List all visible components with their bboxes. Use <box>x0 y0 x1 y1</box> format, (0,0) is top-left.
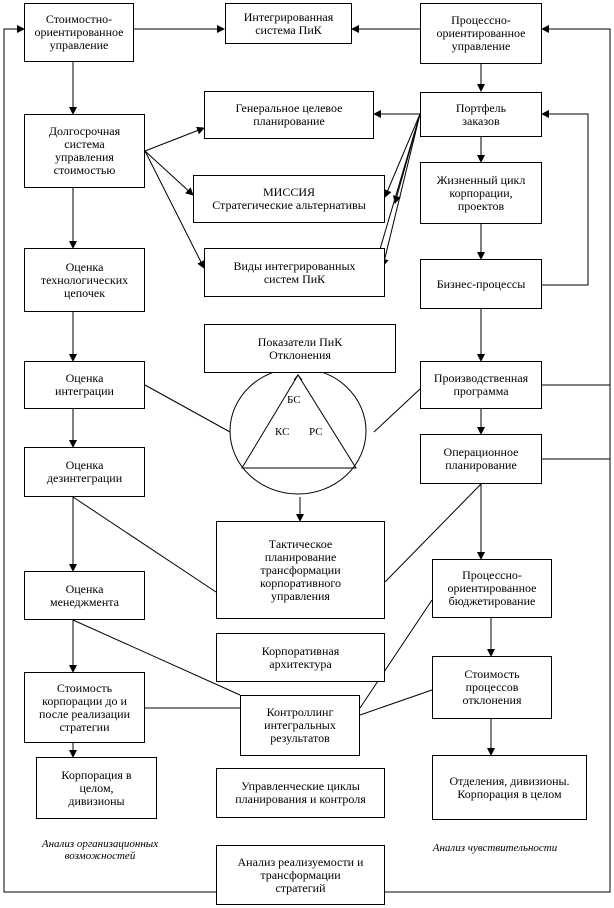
box-longterm-cost-system: Долгосрочная система управления стоимост… <box>24 114 145 188</box>
arrow-portfolio-to-mission-1 <box>384 113 421 198</box>
box-management-eval: Оценка менеджмента <box>24 571 145 620</box>
arrow-longterm-to-goal <box>144 126 205 152</box>
box-integration-eval: Оценка интеграции <box>24 361 145 409</box>
line-operational-to-tactical <box>384 483 482 583</box>
line-production-to-circle <box>373 388 421 433</box>
box-management-cycles: Управленческие циклы планирования и конт… <box>216 768 385 818</box>
box-business-processes: Бизнес-процессы <box>420 259 542 309</box>
link-business-to-right <box>541 110 589 286</box>
box-tech-chains-eval: Оценка технологических цепочек <box>24 248 145 312</box>
line-budget-to-controlling <box>359 599 433 709</box>
box-production-program: Производственная программа <box>420 361 542 409</box>
box-corporate-value: Стоимость корпорации до и после реализац… <box>24 672 145 743</box>
box-disintegration-eval: Оценка дезинтеграции <box>24 447 145 497</box>
arrow-longterm-to-mission <box>144 150 194 196</box>
triangle-label-left: КС <box>275 426 290 438</box>
assessment-triangle <box>241 374 357 469</box>
line-integration-to-circle <box>144 384 231 433</box>
line-management-to-controlling <box>72 619 241 696</box>
box-mission: МИССИЯ Стратегические альтернативы <box>193 175 385 223</box>
box-integrated-system-types: Виды интегрированных систем ПиК <box>204 248 385 297</box>
arrow-longterm-to-types <box>144 150 205 269</box>
triangle-apex-arrow <box>293 374 303 381</box>
feedback-loop-left <box>3 25 216 893</box>
box-kpi-deviations: Показатели ПиК Отклонения <box>204 324 396 373</box>
box-corporation-divisions: Корпорация в целом, дивизионы <box>36 757 157 819</box>
box-departments-divisions: Отделения, дивизионы. Корпорация в целом <box>432 755 587 820</box>
triangle-label-right: РС <box>309 426 323 438</box>
box-operational-planning: Операционное планирование <box>420 434 542 484</box>
note-organizational-analysis: Анализ организационных возможностей <box>41 838 159 862</box>
feedback-loop-right <box>385 25 611 893</box>
arrow-portfolio-to-types-1 <box>380 113 421 267</box>
box-feasibility-analysis: Анализ реализуемости и трансформации стр… <box>216 845 385 905</box>
triangle-label-top: БС <box>287 394 301 406</box>
assessment-circle <box>229 367 367 495</box>
box-life-cycle: Жизненный цикл корпорации, проектов <box>420 162 542 224</box>
box-tactical-planning: Тактическое планирование трансформации к… <box>216 521 385 619</box>
box-process-oriented-management: Процессно- ориентированное управление <box>420 3 542 64</box>
note-sensitivity-analysis: Анализ чувствительности <box>432 842 558 854</box>
box-integrated-system: Интегрированная система ПиК <box>225 3 352 44</box>
box-controlling-results: Контроллинг интегральных результатов <box>240 695 360 756</box>
box-cost-oriented-management: Стоимостно- ориентированное управление <box>24 3 134 62</box>
box-corporate-architecture: Корпоративная архитектура <box>216 633 385 682</box>
line-disintegration-to-tactical <box>72 496 217 593</box>
arrow-portfolio-to-types-2 <box>373 113 421 267</box>
box-general-goal-planning: Генеральное целевое планирование <box>204 91 374 139</box>
line-processcost-to-controlling <box>359 689 433 716</box>
box-orders-portfolio: Портфель заказов <box>420 92 542 137</box>
box-process-budgeting: Процессно- ориентированное бюджетировани… <box>432 559 552 618</box>
box-process-cost: Стоимость процессов отклонения <box>432 656 552 719</box>
